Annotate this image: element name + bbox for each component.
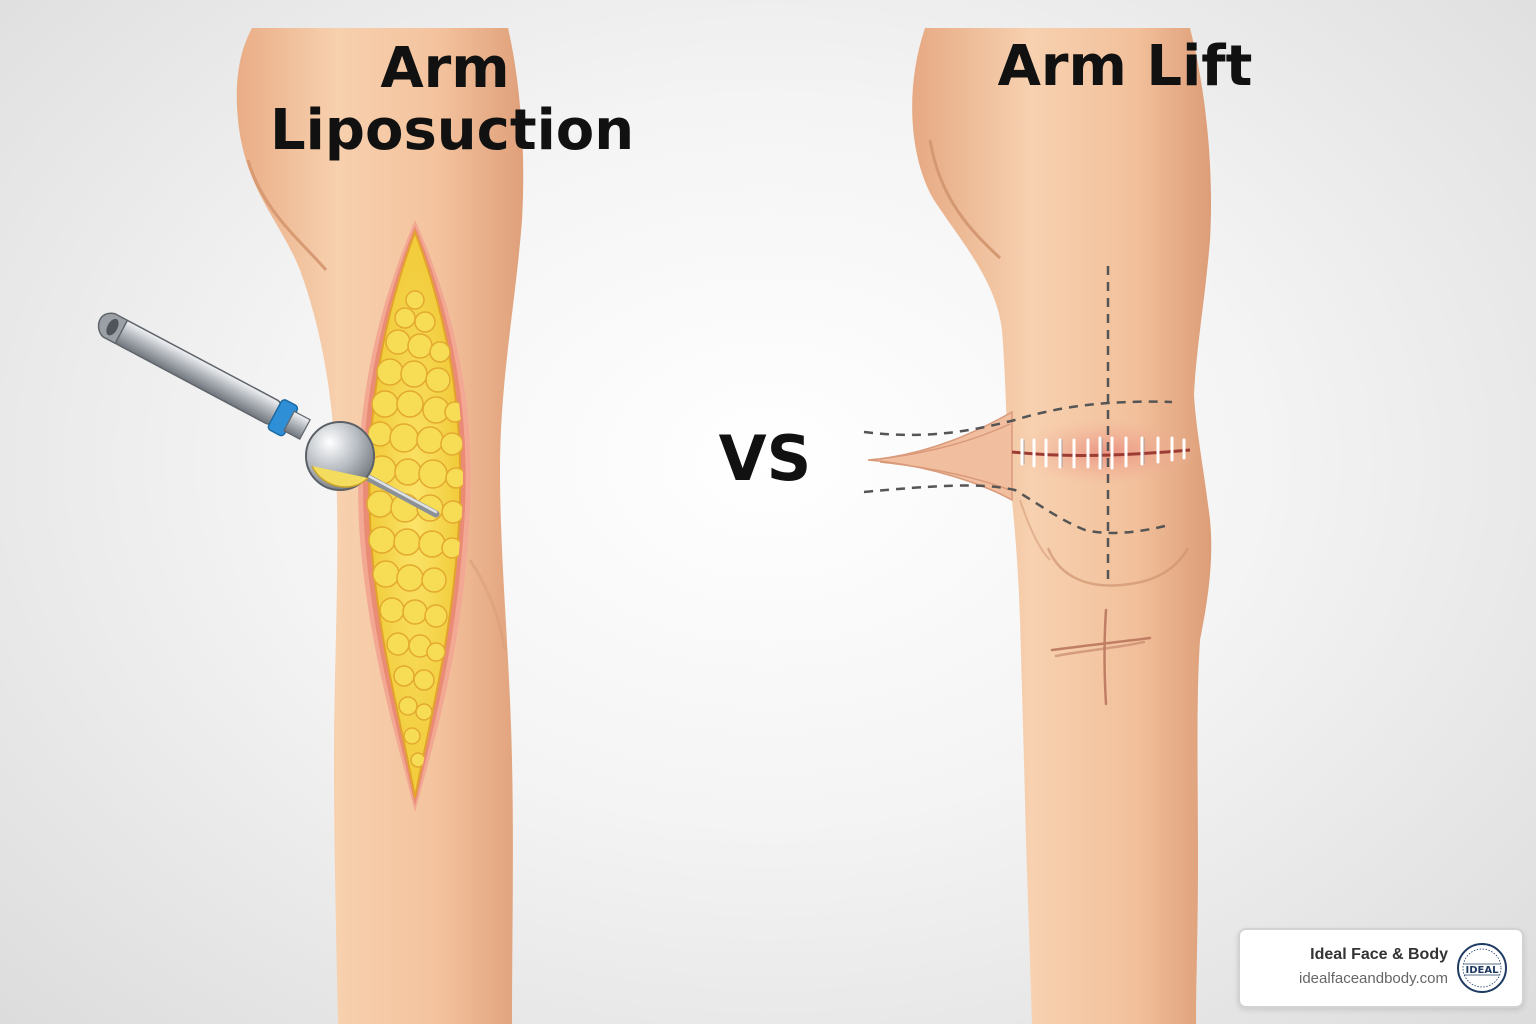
arm-lift-title: Arm Lift xyxy=(997,34,1253,99)
fat-exposure-incision xyxy=(358,220,471,812)
skin-tension-flap xyxy=(867,410,1013,502)
left-elbow-crease xyxy=(468,559,507,651)
right-elbow-fold xyxy=(1046,547,1190,587)
left-arm-illustration xyxy=(97,28,524,1024)
forearm-scar xyxy=(1050,608,1152,706)
liposuction-title: Arm Liposuction xyxy=(270,36,635,163)
right-armpit-fold xyxy=(928,139,1002,260)
surgical-guide-lines xyxy=(863,266,1173,580)
brand-url: idealfaceandbody.com xyxy=(1299,970,1448,987)
right-arm-illustration xyxy=(863,28,1212,1024)
right-elbow-fold-2 xyxy=(1019,499,1051,561)
liposuction-title-line2: Liposuction xyxy=(270,97,635,163)
right-arm-skin xyxy=(912,28,1212,1024)
liposuction-cannula xyxy=(97,312,440,518)
brand-name: Ideal Face & Body xyxy=(1310,946,1448,963)
versus-label: VS xyxy=(718,422,812,495)
left-armpit-fold xyxy=(246,159,328,271)
fat-lobules xyxy=(366,290,463,768)
liposuction-title-line1: Arm xyxy=(380,36,510,101)
brand-seal-icon: IDEAL xyxy=(1457,943,1507,993)
brand-seal-text: IDEAL xyxy=(1466,965,1500,976)
incision-sutures xyxy=(1011,436,1191,470)
brand-logo-card[interactable]: Ideal Face & Body idealfaceandbody.com I… xyxy=(1238,928,1524,1008)
incision-redness xyxy=(1016,418,1200,486)
